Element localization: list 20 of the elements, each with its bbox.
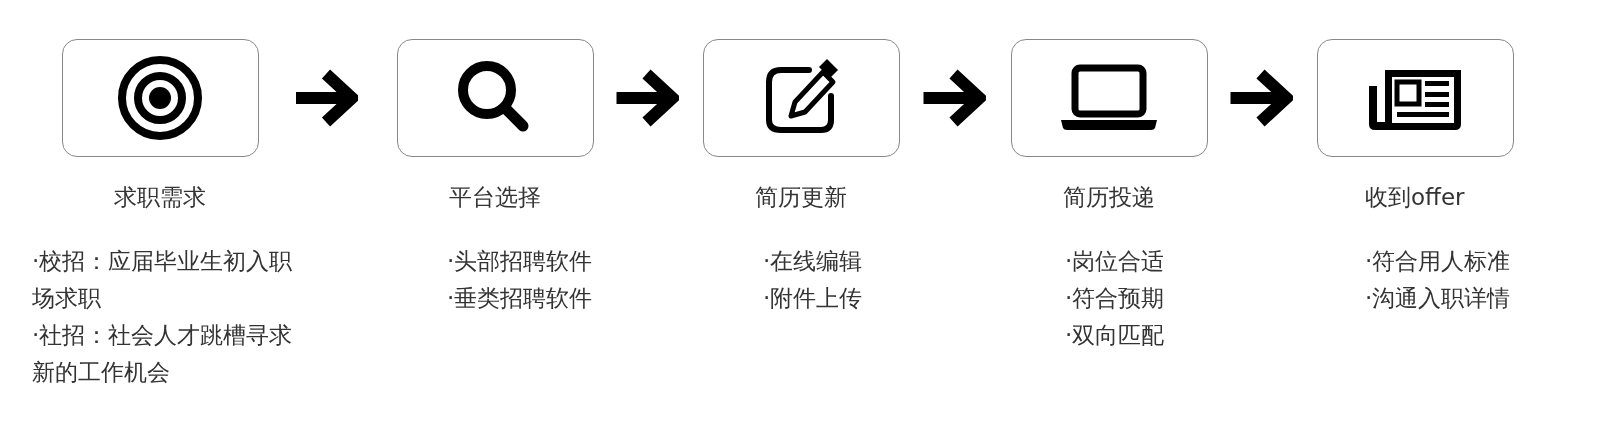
arrow bbox=[616, 68, 679, 128]
arrow bbox=[296, 68, 358, 128]
arrow bbox=[923, 68, 986, 128]
step-title: 简历更新 bbox=[755, 183, 847, 212]
step-title: 平台选择 bbox=[449, 183, 541, 212]
bullet-text: ·社招：社会人才跳槽寻求新的工作机会 bbox=[32, 321, 294, 387]
bullet-text: ·校招：应届毕业生初入职场求职 bbox=[32, 247, 294, 313]
bullet-text: ·符合预期 bbox=[1065, 284, 1166, 313]
step-title: 简历投递 bbox=[1063, 183, 1155, 212]
bullet-text: ·在线编辑 bbox=[763, 247, 864, 276]
bullet-text: ·双向匹配 bbox=[1065, 321, 1166, 350]
bullet-text: ·垂类招聘软件 bbox=[447, 284, 594, 313]
bullet-text: ·沟通入职详情 bbox=[1365, 284, 1512, 313]
arrow bbox=[1230, 68, 1293, 128]
bullet-text: ·岗位合适 bbox=[1065, 247, 1166, 276]
bullet-text: ·附件上传 bbox=[763, 284, 864, 313]
step-title: 求职需求 bbox=[114, 183, 206, 212]
bullet-text: ·符合用人标准 bbox=[1365, 247, 1512, 276]
bullet-text: ·头部招聘软件 bbox=[447, 247, 594, 276]
step-title: 收到offer bbox=[1365, 183, 1465, 212]
